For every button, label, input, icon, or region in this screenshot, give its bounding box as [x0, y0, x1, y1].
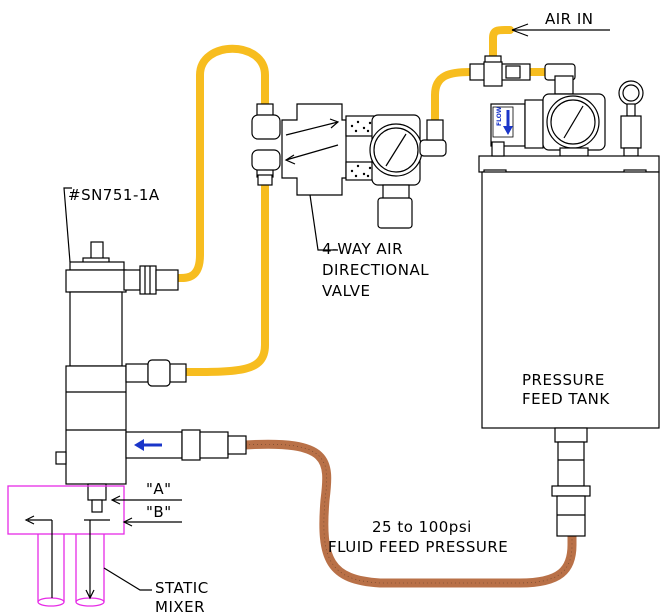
- port-b-label: "B": [146, 503, 172, 521]
- tank-regulator: FLOW: [490, 93, 606, 157]
- four-way-air-valve: [251, 103, 447, 229]
- air-hose-lower: [181, 181, 269, 376]
- static-mixer: [7, 485, 125, 607]
- pressure-feed-tank: [478, 141, 660, 429]
- port-a-label: "A": [146, 480, 172, 498]
- flow-arrow-icon: [503, 110, 513, 135]
- air-hose-upper: [174, 44, 269, 283]
- relief-valve: [618, 80, 644, 157]
- fluid-inlet-arrow-icon: [134, 439, 162, 451]
- air-in-hose: [489, 26, 514, 59]
- air-hose-supply: [431, 68, 474, 126]
- part-number-label: #SN751-1A: [68, 186, 160, 204]
- pressure-label-line2: FLUID FEED PRESSURE: [328, 538, 508, 556]
- mixer-label-line2: MIXER: [155, 598, 205, 616]
- valve-label-line1: 4-WAY AIR: [322, 240, 403, 258]
- fluid-feed-hose: [240, 439, 577, 588]
- dispense-valve-sn751: [55, 241, 127, 513]
- flow-tag: FLOW: [496, 106, 503, 126]
- valve-label-line2: DIRECTIONAL: [322, 261, 429, 279]
- mixer-label-line1: STATIC: [155, 579, 209, 597]
- tank-label-line1: PRESSURE: [522, 371, 605, 389]
- pressure-label-line1: 25 to 100psi: [372, 518, 472, 536]
- tank-label-line2: FEED TANK: [522, 390, 610, 408]
- valve-label-line3: VALVE: [322, 282, 371, 300]
- air-in-label: AIR IN: [545, 10, 594, 28]
